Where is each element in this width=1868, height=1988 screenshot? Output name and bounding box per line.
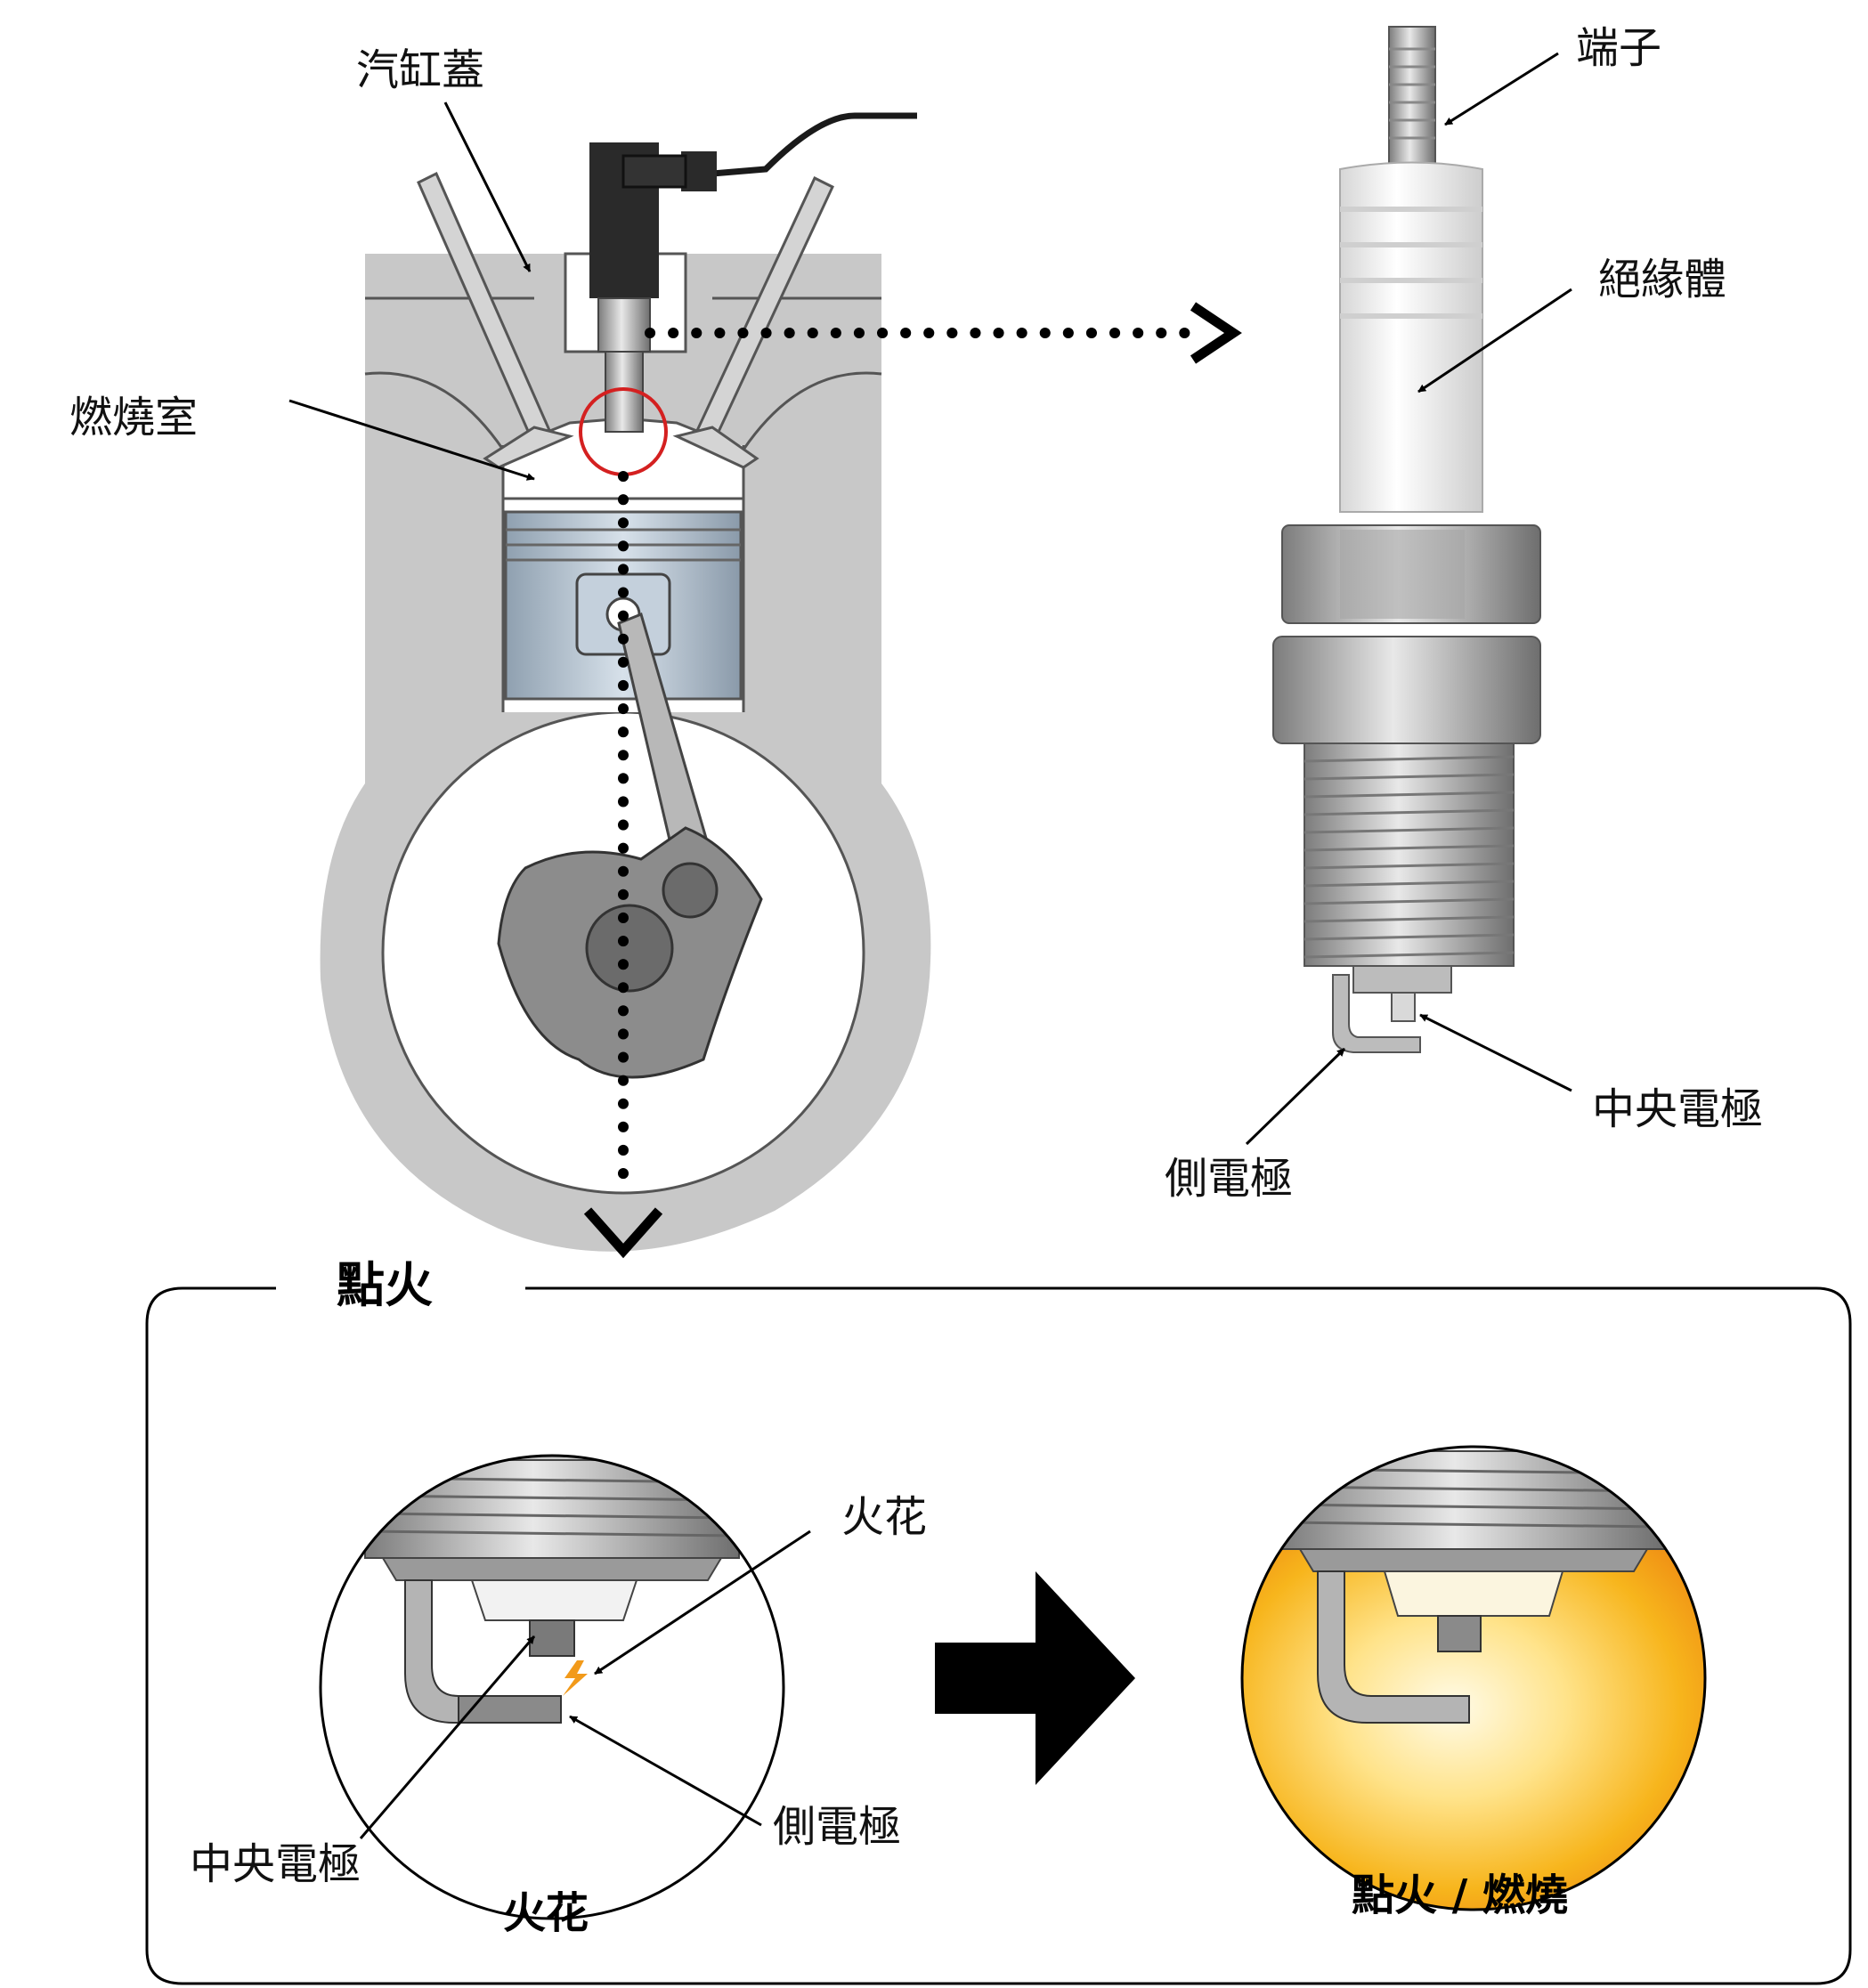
ignition-panel: 點火: [145, 1257, 1852, 1985]
spark-plug: [1272, 26, 1541, 1053]
panel-label-side-electrode: 側電極: [773, 1802, 901, 1852]
plug-center-electrode-tip: [1391, 992, 1416, 1022]
leader-combustion-chamber: [288, 399, 535, 481]
exhaust-valve: [672, 175, 834, 469]
ignition-panel-frame: [145, 1286, 1852, 1985]
leader-cylinder-head: [443, 101, 532, 272]
plug-threads: [1304, 742, 1515, 967]
label-combustion-chamber: 燃燒室: [69, 393, 198, 442]
label-terminal: 端子: [1576, 23, 1661, 73]
label-cylinder-head: 汽缸蓋: [356, 45, 484, 95]
crankshaft: [497, 826, 763, 1079]
piston: [504, 510, 743, 701]
panel-label-spark: 火花: [841, 1492, 927, 1542]
dotted-connector-right: [645, 302, 1242, 364]
leader-terminal: [1444, 52, 1559, 126]
panel-label-center-electrode: 中央電極: [190, 1839, 361, 1889]
label-side-electrode: 側電極: [1165, 1154, 1293, 1204]
plug-cap-connector: [681, 151, 717, 191]
label-insulator: 絕緣體: [1598, 255, 1726, 304]
panel-leader-side-electrode: [569, 1715, 762, 1827]
combustion-detail-circle: [1240, 1445, 1707, 1911]
leader-side-electrode: [1245, 1047, 1346, 1146]
engine-cutaway: [320, 112, 931, 1252]
leader-center-electrode: [1419, 1013, 1572, 1092]
plug-terminal: [1388, 26, 1436, 166]
center-electrode: [529, 1619, 575, 1657]
label-center-electrode: 中央電極: [1592, 1084, 1763, 1134]
spark-detail-circle: [319, 1454, 785, 1920]
intake-valve: [417, 171, 574, 469]
leader-insulator: [1417, 288, 1572, 394]
caption-spark: 火花: [503, 1888, 589, 1938]
plug-side-electrode: [1332, 974, 1421, 1053]
ignition-panel-title: 點火: [337, 1257, 433, 1313]
ignition-wire: [711, 112, 917, 177]
spark-bolt: [563, 1660, 588, 1696]
transition-arrow: [935, 1571, 1135, 1785]
plug-insulator: [1339, 161, 1483, 513]
panel-leader-center-electrode: [359, 1635, 536, 1839]
panel-leader-spark: [594, 1530, 811, 1676]
caption-ignition-combustion: 點火 / 燃燒: [1352, 1870, 1568, 1920]
dotted-connector-down: [583, 471, 663, 1259]
